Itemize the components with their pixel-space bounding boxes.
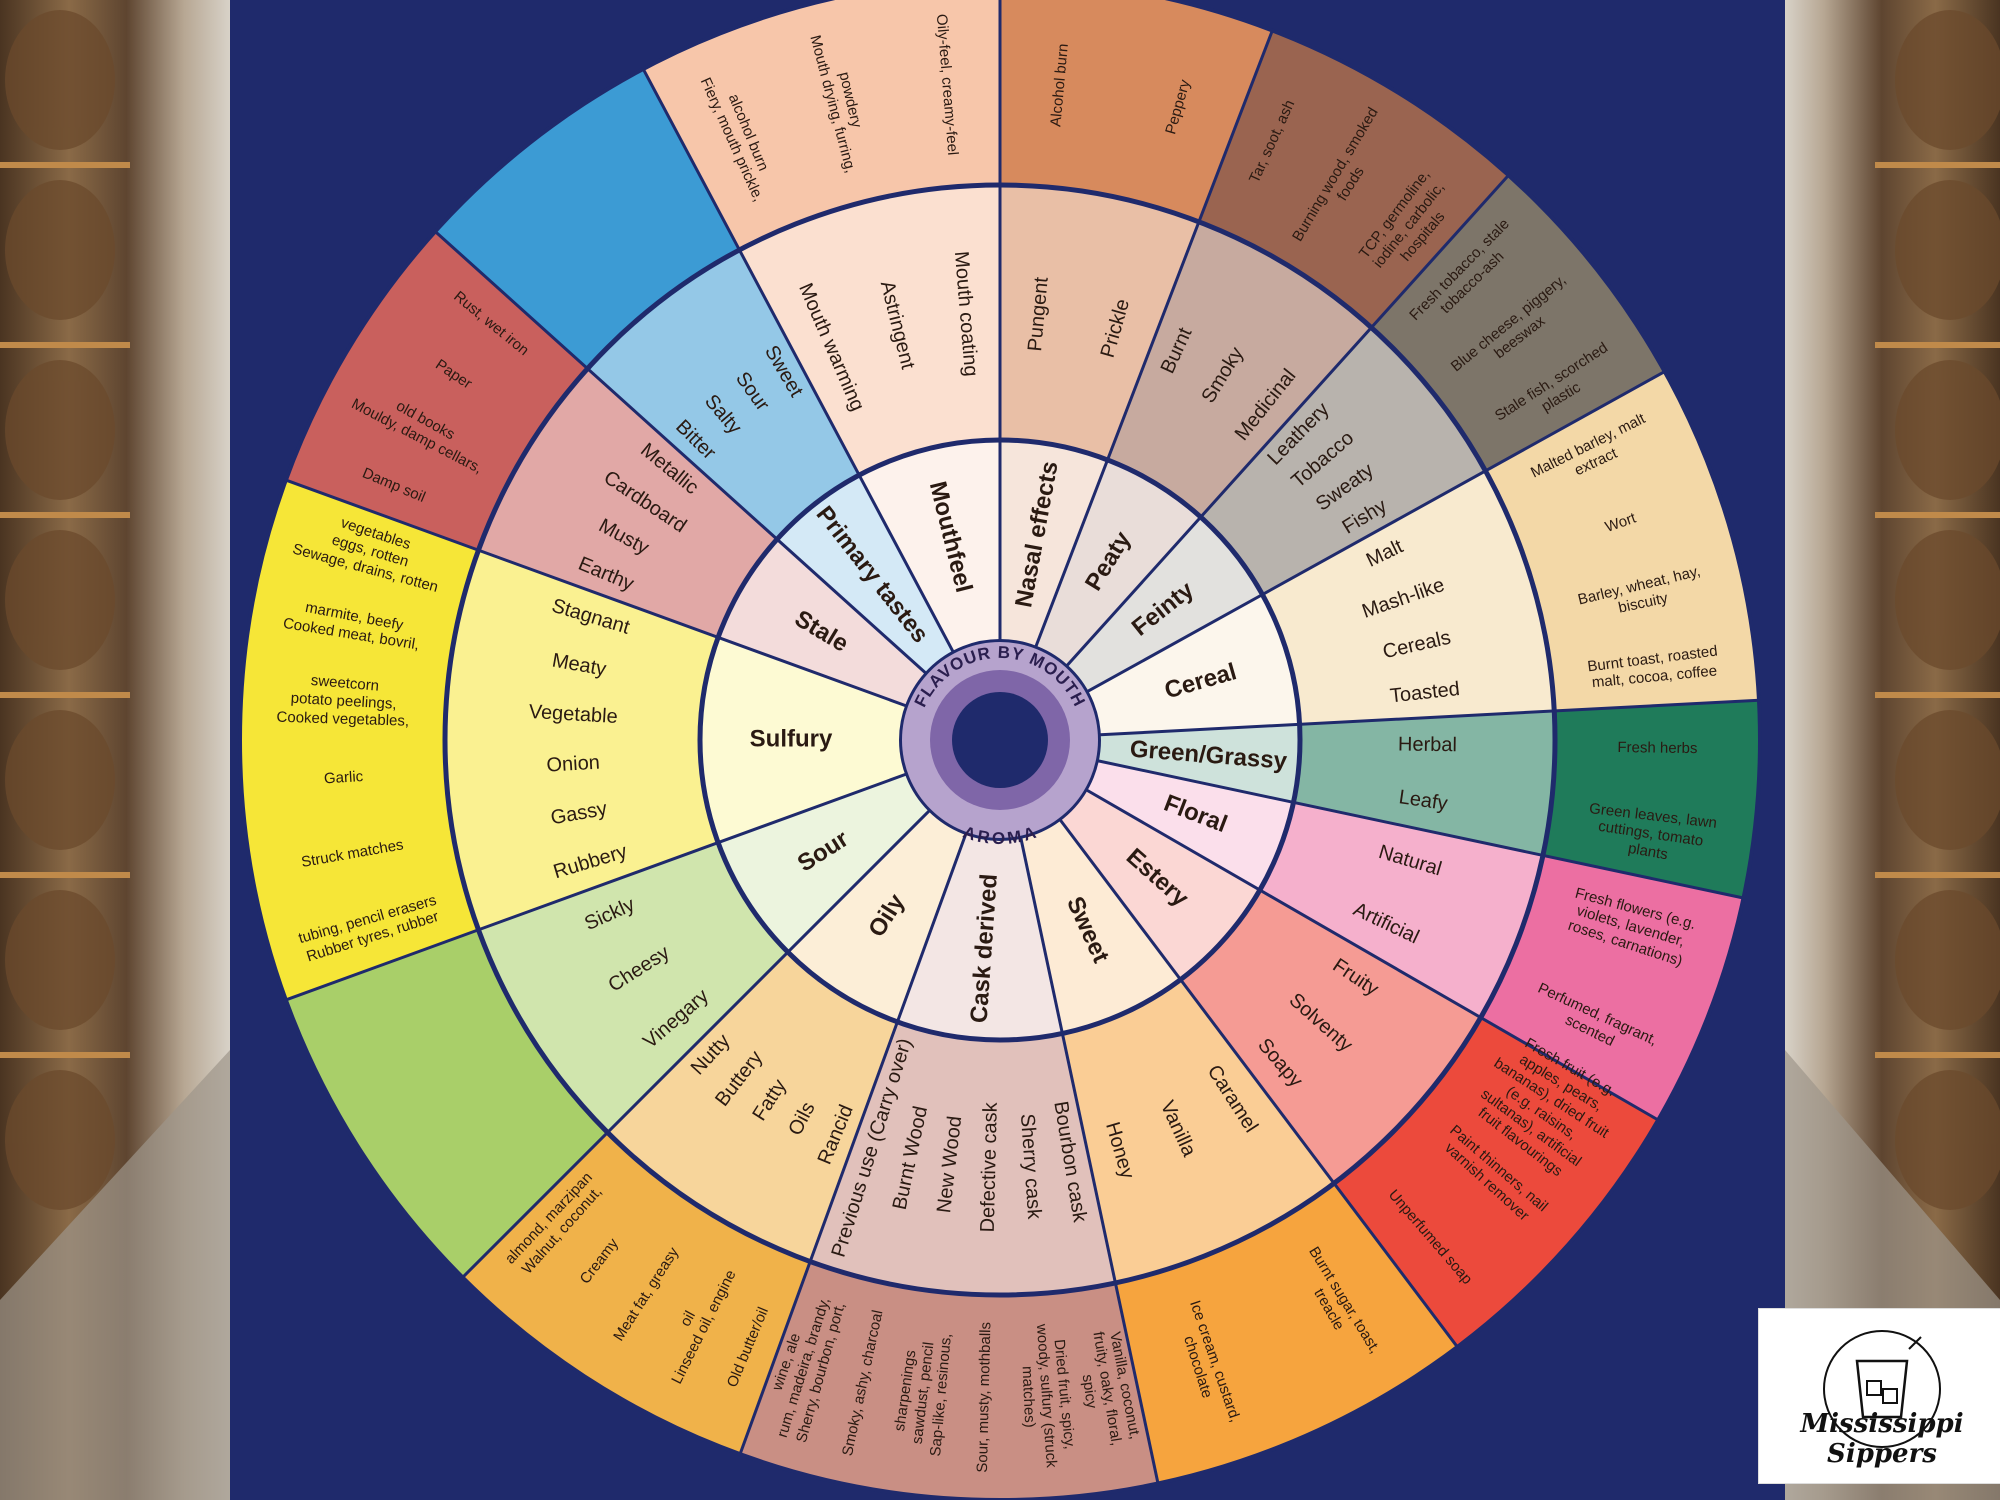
note-garlic: Garlic: [324, 768, 365, 787]
segment-middle-mouthfeel: [739, 185, 1000, 476]
logo-text: Mississippi Sippers: [1800, 1409, 1964, 1469]
segment-middle-sweet: [1062, 979, 1335, 1283]
segment-inner-green-grassy: [1095, 724, 1300, 803]
note-linseed-oil-engine-oil: oil: [677, 1308, 699, 1329]
segment-divider: [1057, 817, 1459, 1348]
note-cooked-vegetables-potato-peelings-sweetc: sweetcorn: [310, 672, 380, 695]
segment-outer-oily: [462, 1132, 811, 1455]
descriptor-defective-cask: Defective cask: [977, 1101, 1002, 1233]
segment-divider: [1064, 174, 1510, 669]
segment-divider: [1018, 835, 1160, 1484]
segment-inner-nasal-effects: [1000, 440, 1108, 649]
segment-divider: [1084, 787, 1659, 1122]
ring-line: [442, 182, 1558, 1298]
note-vanilla-coconut-fruity-oaky-floral-spicy: spicy: [1079, 1373, 1101, 1410]
segment-inner-cereal: [1085, 594, 1300, 735]
segment-outer-feinty: [1371, 175, 1665, 471]
note-fresh-herbs: Fresh herbs: [1617, 739, 1697, 757]
segment-divider: [461, 808, 932, 1279]
segment-inner-sour: [718, 773, 931, 953]
note-cooked-vegetables-potato-peelings-sweetc: potato peelings,: [290, 690, 397, 713]
segment-inner-feinty: [1065, 517, 1263, 693]
segment-inner-primary-tastes: [777, 475, 954, 675]
note-dried-fruit-spicy-woody-sulfury-struck-m: matches): [1019, 1366, 1039, 1428]
segment-outer-mouthfeel: [643, 0, 1000, 250]
segment-middle-primary-tastes: [587, 249, 860, 540]
category-label-sulfury: Sulfury: [750, 725, 833, 752]
whisky-glass-icon: [1823, 1330, 1941, 1448]
segment-middle-feinty: [1200, 327, 1486, 595]
segment-outer-cask-derived: [740, 1261, 1159, 1500]
outer-ring-line: [238, 0, 1762, 1500]
segment-divider: [285, 478, 909, 708]
segment-divider: [1095, 758, 1744, 900]
segment-middle-estery: [1180, 890, 1481, 1184]
barrel-warehouse-left: [0, 0, 230, 1500]
segment-middle-peaty: [1107, 221, 1372, 518]
descriptor-herbal: Herbal: [1398, 733, 1457, 756]
segment-middle-stale: [478, 368, 778, 638]
ring-line: [697, 437, 1303, 1043]
barrel-rows-left-image: [0, 10, 230, 1500]
segment-divider: [1033, 29, 1274, 650]
segment-outer-primary-tastes: [435, 68, 740, 369]
segment-divider: [1084, 370, 1666, 694]
segment-divider: [285, 772, 909, 1002]
descriptor-onion: Onion: [546, 752, 601, 777]
segment-middle-cask-derived: [810, 1021, 1116, 1295]
segment-outer-green-grassy: [1542, 700, 1760, 899]
barrel-warehouse-right: [1785, 0, 2000, 1500]
segment-outer-cereal: [1485, 371, 1759, 711]
segment-outer-peaty: [1198, 30, 1509, 328]
segment-inner-cask-derived: [897, 832, 1063, 1041]
segment-outer-estery: [1334, 1017, 1659, 1347]
segment-middle-green-grassy: [1293, 710, 1556, 856]
segment-inner-stale: [718, 539, 928, 707]
segment-outer-sulfury: [239, 480, 479, 1000]
segment-middle-floral: [1259, 802, 1543, 1018]
segment-divider: [434, 230, 929, 676]
segment-middle-nasal-effects: [1000, 185, 1199, 460]
barrel-rows-right-image: [1785, 10, 2000, 1500]
wheel-ring-lines: [238, 0, 1762, 1500]
note-sour-musty-mothballs: Sour, musty, mothballs: [974, 1322, 995, 1473]
segment-divider: [1097, 698, 1760, 737]
mississippi-sippers-logo: Mississippi Sippers: [1758, 1308, 2000, 1484]
segment-inner-sweet: [1020, 818, 1181, 1034]
hub-center: [952, 692, 1048, 788]
segment-divider: [738, 831, 968, 1455]
segment-inner-oily: [787, 809, 967, 1022]
note-cooked-vegetables-potato-peelings-sweetc: Cooked vegetables,: [276, 709, 409, 730]
descriptor-vegetable: Vegetable: [528, 701, 618, 728]
segment-middle-sulfury: [445, 550, 719, 930]
segment-middle-cereal: [1262, 470, 1555, 725]
wheel-segments: [239, 0, 1760, 1500]
note-green-leaves-lawn-cuttings-tomato-plants: plants: [1627, 840, 1669, 864]
segment-inner-peaty: [1035, 459, 1201, 668]
segment-outer-sour: [285, 929, 608, 1278]
segment-middle-oily: [607, 952, 898, 1262]
segment-divider: [641, 68, 956, 655]
segment-middle-sour: [478, 842, 788, 1133]
segment-outer-nasal-effects: [1000, 0, 1273, 222]
segment-inner-mouthfeel: [859, 440, 1000, 654]
segment-inner-estery: [1058, 789, 1260, 980]
